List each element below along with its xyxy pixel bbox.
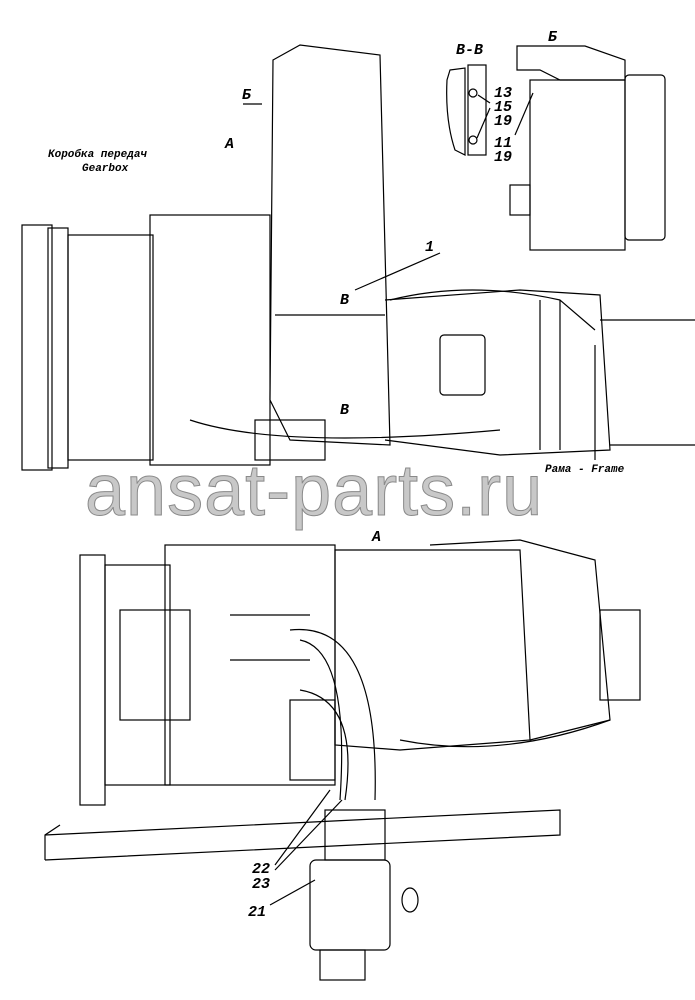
label-section-v-bottom: В [340, 402, 350, 419]
label-gearbox-en: Gearbox [82, 163, 129, 175]
label-part-21: 21 [248, 904, 267, 921]
gearbox-side-view [21, 44, 695, 471]
gearbox-view-a [79, 539, 641, 806]
label-arrow-b: Б [242, 87, 252, 104]
section-vv-detail [446, 64, 487, 156]
label-part-13: 13 [494, 85, 513, 102]
label-part-19a: 19 [494, 113, 513, 130]
label-part-23: 23 [252, 876, 271, 893]
label-section-vv: В-В [456, 42, 484, 59]
leader-lines [243, 92, 596, 906]
label-arrow-a: А [225, 136, 235, 153]
watermark: ansat-parts.ru [84, 451, 544, 531]
label-section-v-top: В [340, 292, 350, 309]
label-gearbox-ru: Коробка передач [48, 149, 148, 161]
frame-beam [44, 809, 561, 861]
label-part-1: 1 [425, 239, 435, 256]
label-frame: Рама - Frame [545, 464, 625, 476]
label-view-b: Б [548, 29, 558, 46]
label-part-22: 22 [252, 861, 271, 878]
label-part-15: 15 [494, 99, 513, 116]
label-part-19b: 19 [494, 149, 513, 166]
view-b-detail [509, 45, 666, 251]
label-view-a: А [372, 529, 382, 546]
part-21-unit [309, 809, 419, 981]
label-part-11: 11 [494, 135, 513, 152]
